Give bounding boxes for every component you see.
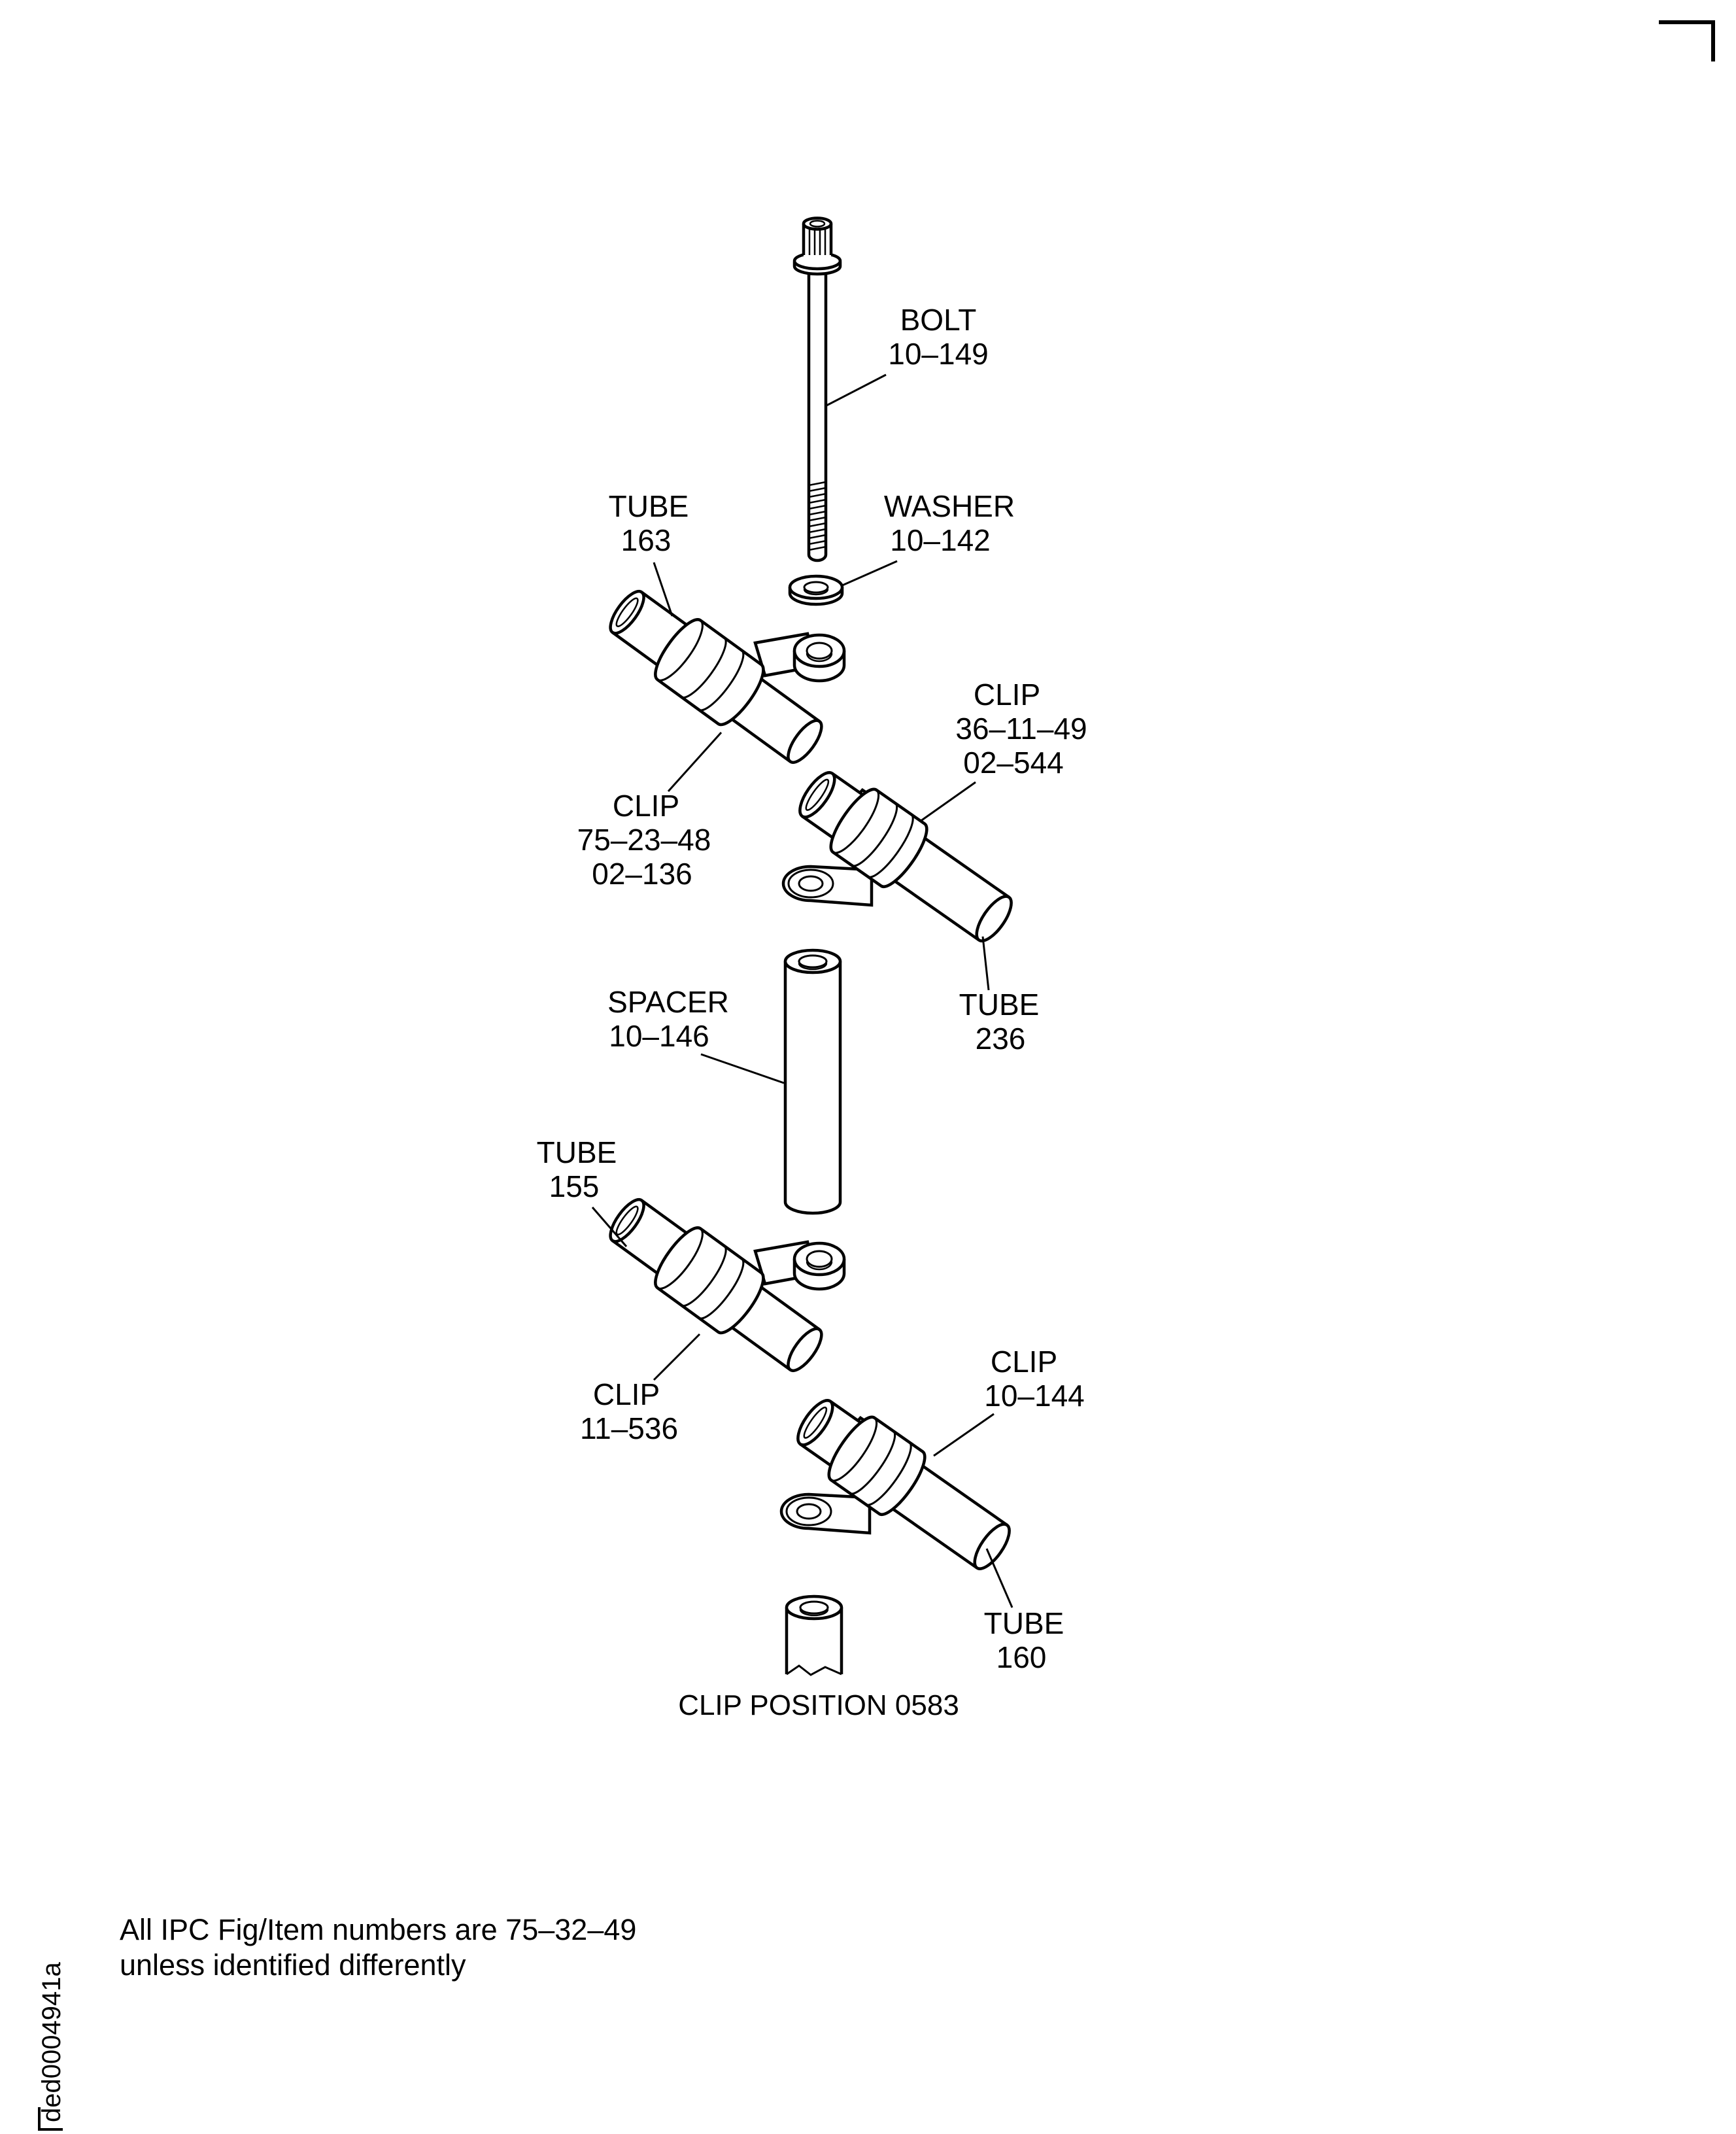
leader-clip-11-536 xyxy=(653,1333,701,1381)
footer-note-line1: All IPC Fig/Item numbers are 75–32–49 xyxy=(120,1913,636,1946)
leader-spacer xyxy=(700,1053,785,1084)
document-id: ded0004941a xyxy=(37,1962,66,2122)
leader-tube-160 xyxy=(985,1548,1013,1608)
standoff-illustration xyxy=(785,1594,843,1676)
leader-clip-75-23-48 xyxy=(667,731,723,793)
label-clip75-ref2: 02–136 xyxy=(592,857,692,891)
label-clip36-ref: 36–11–49 xyxy=(955,712,1087,746)
leader-bolt xyxy=(826,373,887,407)
label-clip75-name: CLIP xyxy=(613,789,679,823)
label-tube163-ref: 163 xyxy=(621,523,672,557)
leader-tube-155 xyxy=(591,1207,628,1247)
tube-155-clamp-assembly xyxy=(605,1195,844,1376)
tube-163-clamp-assembly xyxy=(605,587,844,768)
bolt-threads xyxy=(808,481,826,551)
label-tube155-ref: 155 xyxy=(549,1169,600,1203)
crop-corner-mark-top-right xyxy=(1659,20,1715,61)
leader-washer xyxy=(840,560,898,587)
figure-caption: CLIP POSITION 0583 xyxy=(678,1689,959,1721)
label-tube163-name: TUBE xyxy=(609,489,689,523)
bolt-head-splines xyxy=(808,226,826,255)
label-clip11-ref: 11–536 xyxy=(580,1411,678,1445)
label-tube155-name: TUBE xyxy=(537,1135,617,1169)
label-washer-ref: 10–142 xyxy=(890,523,991,557)
footer-note-line2: unless identified differently xyxy=(120,1948,466,1982)
label-clip36-name: CLIP xyxy=(974,678,1040,712)
label-spacer-name: SPACER xyxy=(607,985,729,1019)
tube-236-clamp-assembly xyxy=(783,758,1025,956)
bolt-illustration xyxy=(792,216,842,562)
label-tube160-ref: 160 xyxy=(996,1640,1047,1674)
label-tube236-name: TUBE xyxy=(959,988,1040,1022)
leader-clip-36-11-49 xyxy=(919,781,976,823)
leader-lines xyxy=(591,373,1013,1608)
spacer-illustration xyxy=(783,948,842,1215)
label-bolt-name: BOLT xyxy=(900,303,977,337)
label-clip11-name: CLIP xyxy=(593,1377,660,1411)
leader-tube-163 xyxy=(653,562,673,617)
tube-160-clamp-assembly xyxy=(781,1386,1023,1584)
leader-clip-10-144 xyxy=(933,1413,995,1457)
label-clip10-ref: 10–144 xyxy=(984,1379,1085,1413)
label-washer-name: WASHER xyxy=(884,489,1015,523)
label-clip75-ref: 75–23–48 xyxy=(577,823,711,857)
label-tube160-name: TUBE xyxy=(984,1606,1064,1640)
washer-illustration xyxy=(788,574,844,606)
label-bolt-ref: 10–149 xyxy=(888,337,989,371)
label-spacer-ref: 10–146 xyxy=(609,1019,709,1053)
leader-tube-236 xyxy=(981,936,990,991)
crop-corner-mark-bottom-left xyxy=(38,2107,63,2131)
label-clip10-name: CLIP xyxy=(991,1345,1057,1379)
label-tube236-ref: 236 xyxy=(976,1022,1026,1056)
label-clip36-ref2: 02–544 xyxy=(963,746,1064,780)
